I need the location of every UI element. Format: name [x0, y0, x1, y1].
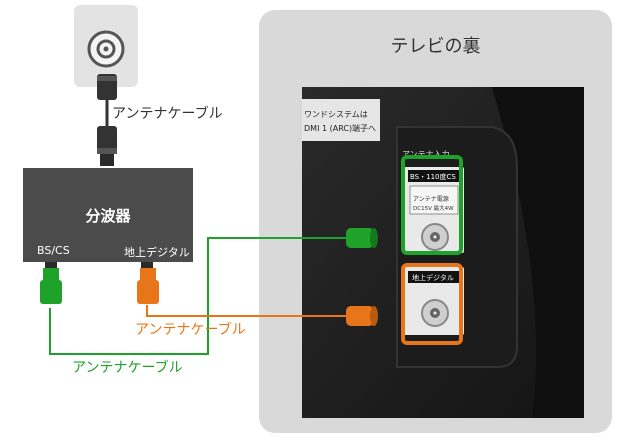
bs-port-highlight [401, 155, 463, 255]
tv-back-title: テレビの裏 [390, 36, 481, 57]
terrestrial-port-label: 地上デジタル [412, 273, 454, 282]
green-antenna-cable [49, 237, 350, 355]
splitter-title: 分波器 [85, 207, 131, 225]
coax-socket-icon [87, 30, 125, 68]
terrestrial-output-connector [137, 262, 159, 304]
green-cable-label: アンテナケーブル [72, 360, 183, 376]
sticker-line2: DMI 1 (ARC)端子へ [304, 123, 376, 133]
terrestrial-port-highlight [401, 263, 463, 345]
orange-cable-label: アンテナケーブル [135, 322, 246, 338]
antenna-input-header: アンテナ入力 [402, 149, 450, 159]
hdmi-sticker: ワンドシステムは DMI 1 (ARC)端子へ [302, 99, 380, 141]
bs-port-group: BS・110度CS アンテナ電源 DC15V 最大4W [404, 167, 464, 253]
orange-tv-connector [346, 306, 378, 326]
splitter-port-bs-label: BS/CS [37, 244, 70, 257]
bs-sub-label2: DC15V 最大4W [413, 204, 454, 212]
top-cable-label: アンテナケーブル [112, 106, 223, 122]
sticker-line1: ワンドシステムは [304, 110, 368, 119]
splitter-port-terrestrial-label: 地上デジタル [124, 246, 190, 259]
top-antenna-cable [97, 74, 117, 166]
terrestrial-port-group: 地上デジタル [404, 267, 464, 335]
splitter-box: 分波器 BS/CS 地上デジタル [23, 168, 193, 262]
bs-output-connector [40, 262, 62, 304]
antenna-outlet [74, 5, 138, 87]
orange-antenna-cable [146, 305, 350, 317]
bs-port-label: BS・110度CS [410, 172, 456, 181]
green-tv-connector [346, 228, 378, 248]
bs-sub-label1: アンテナ電源 [413, 195, 449, 203]
